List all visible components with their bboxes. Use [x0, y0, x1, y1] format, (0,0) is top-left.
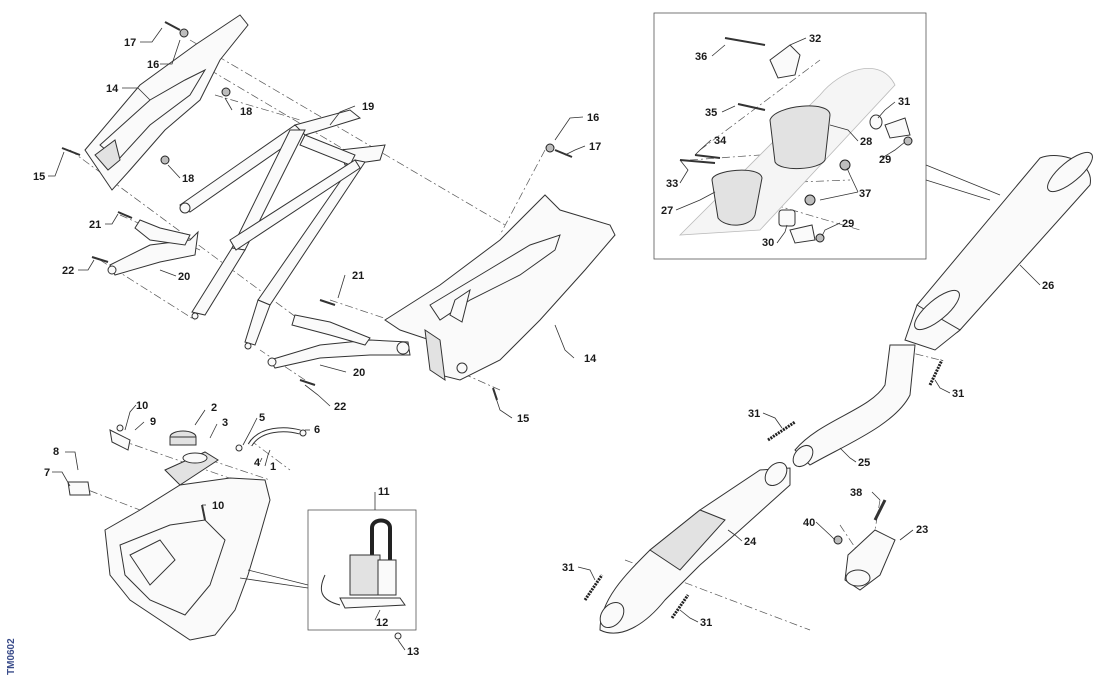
callout-14-left: 14	[106, 83, 119, 95]
callout-22-right: 22	[334, 401, 346, 413]
callout-4: 4	[254, 457, 261, 469]
callout-31-silencer: 31	[952, 388, 964, 400]
callout-9: 9	[150, 416, 156, 428]
callout-30: 30	[762, 237, 774, 249]
exhaust-springs	[583, 359, 944, 619]
callout-5: 5	[259, 412, 265, 424]
callout-15-left: 15	[33, 171, 45, 183]
leader-lines	[48, 27, 1041, 651]
callout-14-right: 14	[584, 353, 597, 365]
silencer	[904, 151, 1093, 351]
callout-11: 11	[378, 486, 390, 498]
callout-16-right: 16	[587, 112, 599, 124]
callout-38: 38	[850, 487, 862, 499]
callout-20-right: 20	[353, 367, 365, 379]
header-pipe	[599, 461, 791, 634]
callout-16-left: 16	[147, 59, 159, 71]
callout-10-upper: 10	[136, 400, 148, 412]
callout-31-header-right: 31	[700, 617, 712, 629]
callout-36: 36	[695, 51, 707, 63]
callout-23: 23	[916, 524, 928, 536]
callout-21-left: 21	[89, 219, 101, 231]
callout-15-right: 15	[517, 413, 529, 425]
callout-18-lower: 18	[182, 173, 194, 185]
callout-3: 3	[222, 417, 228, 429]
callout-10-lower: 10	[212, 500, 224, 512]
callout-29-lower: 29	[842, 218, 854, 230]
inset-pointer-lines	[239, 164, 1001, 589]
subframe	[179, 109, 386, 350]
callout-28: 28	[860, 136, 872, 148]
callout-6: 6	[314, 424, 320, 436]
callout-24: 24	[744, 536, 757, 548]
manifold-flange	[833, 499, 896, 591]
callout-26: 26	[1042, 280, 1054, 292]
callout-labels: 17 16 14 18 19 15 18 21 22 20 21 20 22 1…	[33, 33, 1054, 658]
callout-31-inset: 31	[898, 96, 910, 108]
footrest-bracket-left	[107, 219, 199, 276]
callout-21-right: 21	[352, 270, 364, 282]
side-panel-left	[84, 14, 249, 191]
callout-27: 27	[661, 205, 673, 217]
clamp-detail-inset	[653, 12, 927, 260]
fuel-tank	[104, 451, 271, 641]
callout-1: 1	[270, 461, 276, 473]
side-panel-right	[384, 194, 616, 382]
callout-40: 40	[803, 517, 815, 529]
callout-18-upper: 18	[240, 106, 252, 118]
fuel-pump-inset	[307, 509, 417, 640]
callout-2: 2	[211, 402, 217, 414]
callout-17-right: 17	[589, 141, 601, 153]
mid-pipe	[792, 344, 916, 468]
callout-19: 19	[362, 101, 374, 113]
tank-brackets	[67, 424, 131, 496]
callout-8: 8	[53, 446, 59, 458]
filler-cap	[169, 430, 208, 464]
callout-33: 33	[666, 178, 678, 190]
callout-31-header-left: 31	[562, 562, 574, 574]
callout-13: 13	[407, 646, 419, 658]
breather-hose	[235, 427, 307, 452]
callout-32: 32	[809, 33, 821, 45]
callout-34: 34	[714, 135, 727, 147]
callout-7: 7	[44, 467, 50, 479]
callout-37: 37	[859, 188, 871, 200]
callout-31-midpipe: 31	[748, 408, 760, 420]
callout-29-upper: 29	[879, 154, 891, 166]
fasteners	[61, 21, 573, 521]
callout-25: 25	[858, 457, 870, 469]
callout-17-left: 17	[124, 37, 136, 49]
footrest-bracket-right	[267, 314, 411, 369]
callout-22-left: 22	[62, 265, 74, 277]
callout-20-left: 20	[178, 271, 190, 283]
callout-35: 35	[705, 107, 717, 119]
drawing-code: TM0602	[6, 638, 17, 675]
callout-12: 12	[376, 617, 388, 629]
